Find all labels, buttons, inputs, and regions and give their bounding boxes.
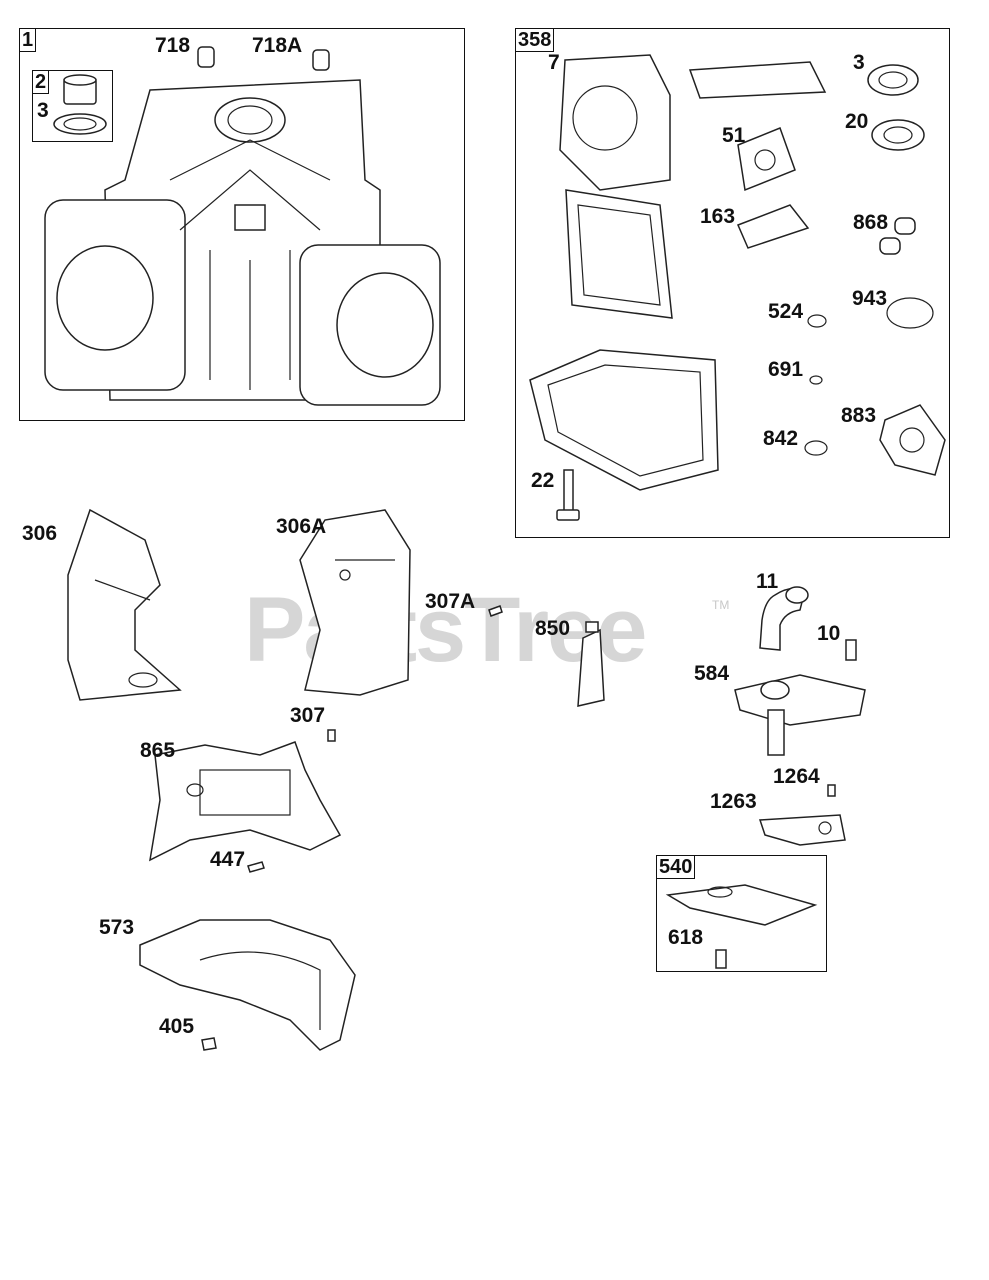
callout-868[interactable]: 868 [853,211,889,234]
callout-22[interactable]: 22 [531,469,555,492]
callout-718a[interactable]: 718A [252,34,303,57]
callout-865[interactable]: 865 [140,739,176,762]
shroud-306a-drawing[interactable] [299,509,411,696]
plate-584-drawing[interactable] [734,674,866,756]
bushing-and-seal-drawing[interactable] [53,74,107,135]
callout-51[interactable]: 51 [722,124,746,147]
callout-307[interactable]: 307 [290,704,326,727]
callout-718[interactable]: 718 [155,34,191,57]
callout-306[interactable]: 306 [22,522,58,545]
crankcase-drawing[interactable] [44,79,441,406]
kit-540-label: 540 [656,855,696,879]
callout-850[interactable]: 850 [535,617,571,640]
dipstick-tube-drawing[interactable] [759,586,809,651]
callout-307a[interactable]: 307A [425,590,476,613]
plate-540-drawing[interactable] [665,884,818,926]
callout-883[interactable]: 883 [841,404,877,427]
callout-618[interactable]: 618 [668,926,704,949]
shroud-865-drawing[interactable] [149,741,342,862]
gasket-set-drawing[interactable] [529,54,946,521]
sub-kit-2-frame [32,70,113,142]
callout-10[interactable]: 10 [817,622,841,645]
crankcase-group-frame [19,28,465,421]
sealant-tube-drawing[interactable] [577,621,605,707]
callout-1264[interactable]: 1264 [773,765,820,788]
callout-163[interactable]: 163 [700,205,736,228]
callout-943[interactable]: 943 [852,287,888,310]
callout-691[interactable]: 691 [768,358,804,381]
callout-584[interactable]: 584 [694,662,730,685]
group-1-label: 1 [19,28,37,52]
callout-7[interactable]: 7 [548,51,560,74]
dowel-pins-drawing[interactable] [197,46,330,71]
callout-524[interactable]: 524 [768,300,804,323]
shroud-573-drawing[interactable] [139,919,356,1051]
callout-842[interactable]: 842 [763,427,799,450]
callout-11[interactable]: 11 [756,570,779,593]
callout-405[interactable]: 405 [159,1015,195,1038]
callout-306a[interactable]: 306A [276,515,327,538]
callout-1263[interactable]: 1263 [710,790,757,813]
screws-drawing[interactable] [201,605,857,1051]
callout-3-seal[interactable]: 3 [37,99,49,122]
kit-540-frame [656,855,827,972]
callout-20[interactable]: 20 [845,110,869,133]
kit-2-label: 2 [32,70,50,94]
part-1263-drawing[interactable] [758,814,846,846]
shroud-306-drawing[interactable] [67,508,182,701]
callout-447[interactable]: 447 [210,848,246,871]
callout-573[interactable]: 573 [99,916,135,939]
gasket-set-358-label: 358 [515,28,555,52]
callout-3-ring[interactable]: 3 [853,51,865,74]
trademark-symbol: TM [712,598,730,612]
gasket-set-frame [515,28,950,538]
